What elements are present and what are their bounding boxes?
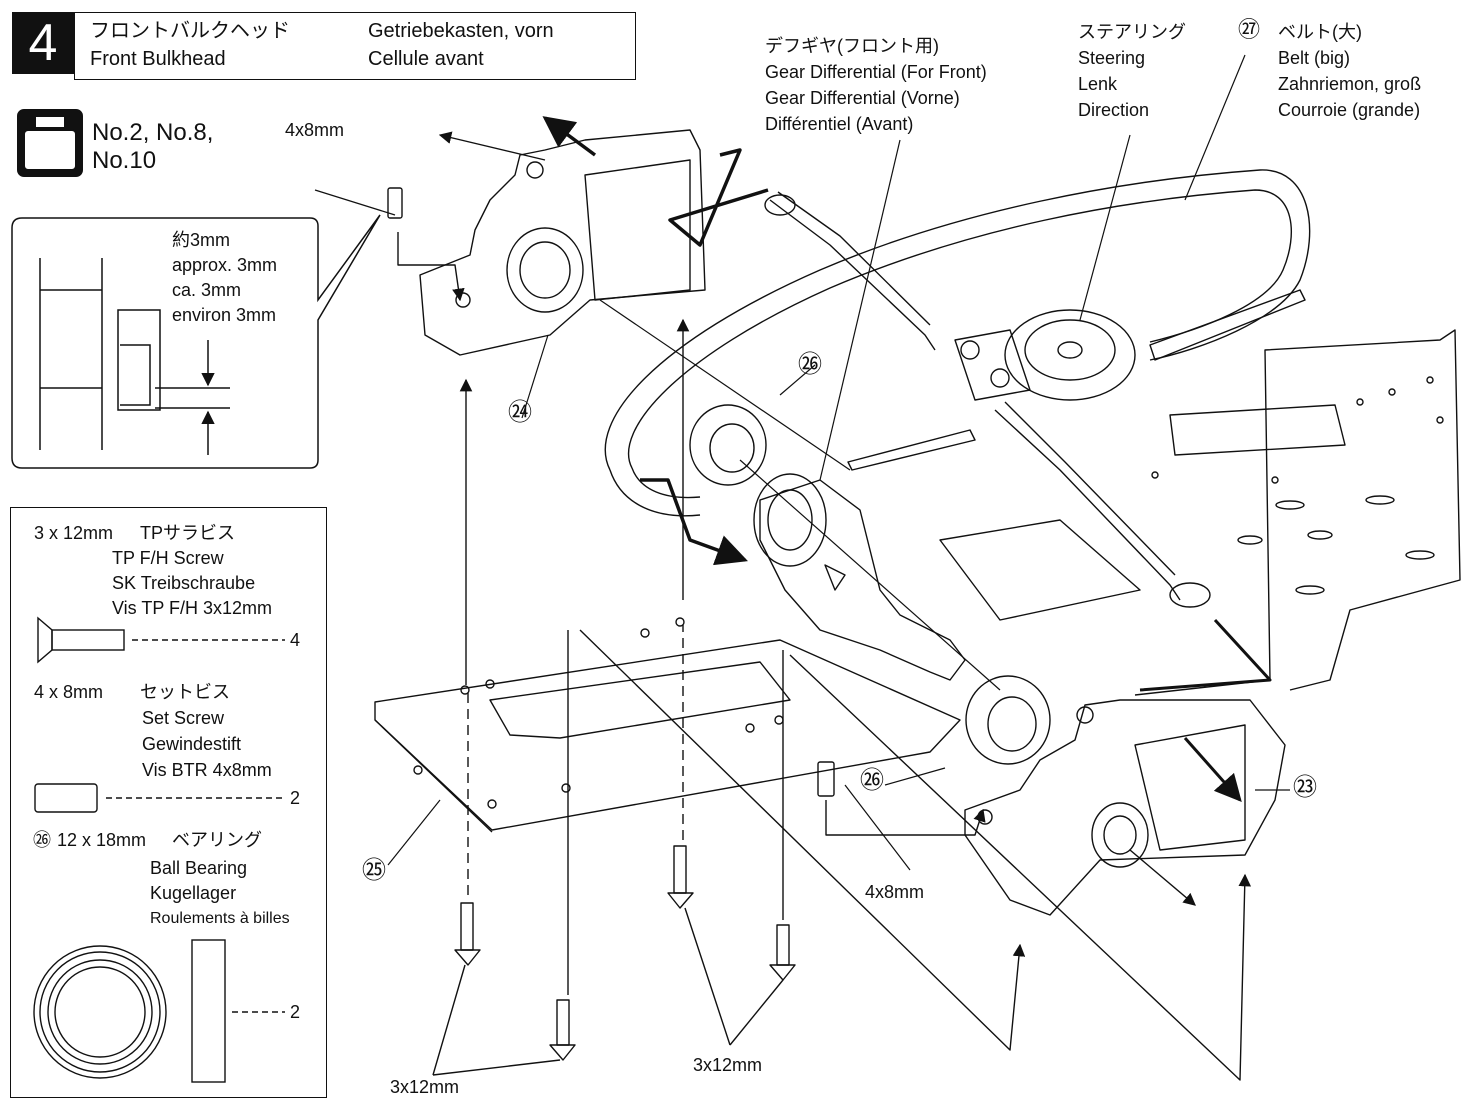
part-26-label-bottom: ㉖: [860, 767, 884, 794]
tp-screw-name-en: TP F/H Screw: [112, 548, 224, 568]
tp-screw-name-de: SK Treibschraube: [112, 573, 256, 593]
title-fr: Cellule avant: [368, 48, 484, 70]
depth-fr: environ 3mm: [172, 305, 277, 325]
step-title-box: [74, 12, 636, 80]
title-jp: フロントバルクヘッド: [90, 20, 290, 42]
belt: [604, 169, 1311, 471]
tp-screw-size: 3 x 12mm: [34, 523, 114, 543]
gear-diff-en: Gear Differential (For Front): [765, 62, 987, 82]
tp-screw-name-fr: Vis TP F/H 3x12mm: [112, 598, 273, 618]
screw-a: [454, 902, 481, 966]
bearing-num: ㉖: [33, 830, 51, 850]
belt-num: ㉗: [1238, 17, 1261, 42]
set-screw-name-de: Gewindestift: [142, 734, 242, 754]
steering-disc: [1004, 309, 1136, 401]
bearing-name-de: Kugellager: [150, 883, 237, 903]
belt-jp: ベルト(大): [1278, 22, 1362, 42]
bearing-name-jp: ベアリング: [172, 830, 262, 850]
bearing-name-en: Ball Bearing: [150, 858, 248, 878]
steering-jp: ステアリング: [1078, 22, 1186, 42]
tp-screw-size-left: 3x12mm: [390, 1077, 460, 1097]
bag-label-line1: No.2, No.8,: [92, 119, 214, 146]
depth-jp: 約3mm: [172, 230, 230, 250]
set-screw-name-jp: セットビス: [140, 682, 230, 702]
bearing-size: 12 x 18mm: [57, 830, 147, 850]
part-25-label: ㉕: [362, 857, 386, 884]
parts-legend: [10, 507, 327, 1098]
depth-en: approx. 3mm: [172, 255, 278, 275]
set-screw-size-bottom: 4x8mm: [865, 882, 925, 902]
bearing-top: [689, 404, 767, 486]
set-screw-icon: [34, 783, 98, 813]
right-bulkhead: [964, 699, 1286, 916]
title-en: Front Bulkhead: [90, 48, 226, 70]
lower-plate: [374, 639, 961, 831]
bearing-name-fr: Roulements à billes: [150, 910, 290, 927]
part-26-label-top: ㉖: [798, 351, 822, 378]
steering-en: Steering: [1078, 48, 1146, 68]
left-bulkhead: [419, 129, 706, 356]
title-de: Getriebekasten, vorn: [368, 20, 554, 42]
screw-b: [549, 999, 576, 1061]
tp-screw-qty: 4: [290, 630, 301, 650]
bag-label-line2: No.10: [92, 147, 157, 174]
tp-screw-name-jp: TPサラビス: [140, 523, 236, 543]
gear-diff-fr: Différentiel (Avant): [765, 114, 914, 134]
gear-diff-de: Gear Differential (Vorne): [765, 88, 960, 108]
chassis-plate: [1134, 329, 1461, 696]
gear-differential: [759, 479, 966, 681]
belt-en: Belt (big): [1278, 48, 1351, 68]
belt-de: Zahnriemon, groß: [1278, 74, 1422, 94]
set-screw-top: [387, 187, 403, 219]
set-screw-bottom: [817, 761, 835, 797]
steering-de: Lenk: [1078, 74, 1118, 94]
part-24-label: ㉔: [508, 399, 532, 426]
set-screw-name-en: Set Screw: [142, 708, 225, 728]
bearing-qty: 2: [290, 1002, 301, 1022]
set-screw-size: 4 x 8mm: [34, 682, 104, 702]
bearing-icon: [33, 945, 167, 1079]
set-screw-name-fr: Vis BTR 4x8mm: [142, 760, 272, 780]
screw-d: [769, 924, 796, 981]
bearing-bottom: [965, 675, 1051, 765]
steering-fr: Direction: [1078, 100, 1150, 120]
depth-de: ca. 3mm: [172, 280, 242, 300]
belt-fr: Courroie (grande): [1278, 100, 1421, 120]
gear-diff-jp: デフギヤ(フロント用): [765, 36, 939, 56]
callout-bubble: [11, 214, 381, 469]
part-23-label: ㉓: [1293, 774, 1317, 801]
screw-size-top: 4x8mm: [285, 120, 345, 140]
step-number: 4: [12, 12, 74, 74]
screw-c: [667, 845, 694, 909]
tp-screw-size-right: 3x12mm: [693, 1055, 763, 1075]
set-screw-qty: 2: [290, 788, 301, 808]
